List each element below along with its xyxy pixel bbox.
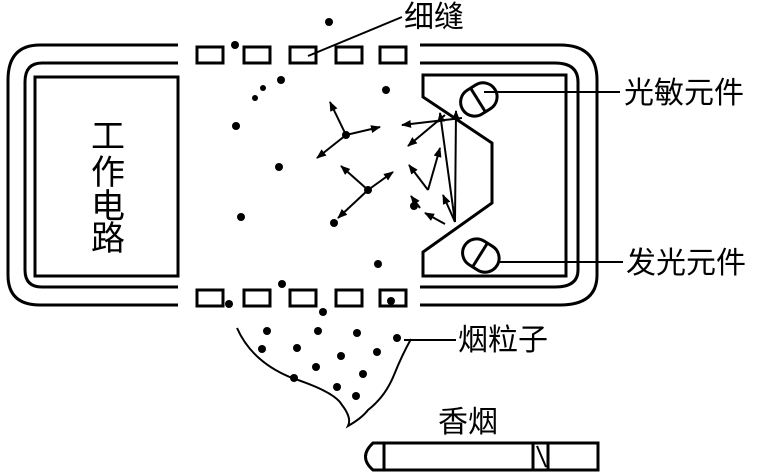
smoke-particles <box>225 18 418 400</box>
cigarette-label: 香烟 <box>438 406 498 439</box>
work-circuit-box <box>33 75 180 278</box>
photosensitive-element <box>459 81 499 118</box>
smoke-particles-label: 烟粒子 <box>458 324 548 357</box>
detector-housing <box>6 43 599 307</box>
slit-rects <box>195 45 408 308</box>
light-emitting-element-label: 发光元件 <box>626 247 746 280</box>
work-circuit-char: 路 <box>91 220 125 258</box>
leader-lines <box>307 16 623 341</box>
work-circuit-char: 电 <box>91 188 125 226</box>
work-circuit-label: 工 作 电 路 <box>91 118 125 258</box>
photosensitive-element-label: 光敏元件 <box>624 77 744 110</box>
smoke-plume <box>236 327 412 429</box>
work-circuit-char: 工 <box>91 118 125 156</box>
cigarette <box>364 441 600 472</box>
light-emitting-element <box>461 237 501 274</box>
work-circuit-char: 作 <box>91 154 125 192</box>
optical-chamber <box>421 73 568 278</box>
light-scatter-arrows <box>316 101 463 225</box>
slit-label: 细缝 <box>404 1 464 34</box>
